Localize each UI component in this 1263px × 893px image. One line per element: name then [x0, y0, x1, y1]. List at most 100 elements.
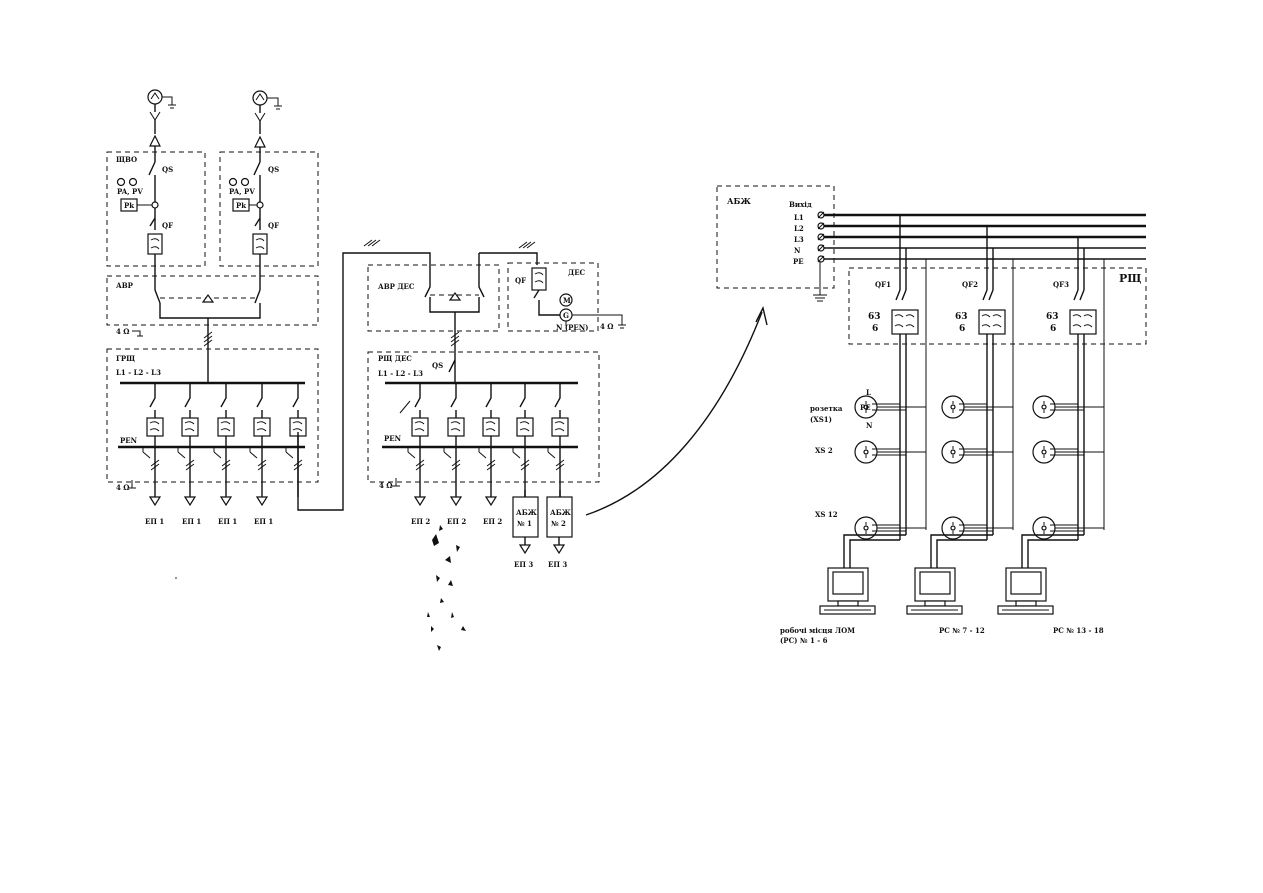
meters-label: PA, PV [229, 187, 255, 196]
breaker-box [253, 417, 271, 437]
branch-switch [220, 383, 227, 408]
breaker-box [146, 417, 164, 437]
branch-switch [414, 383, 421, 408]
breaker-box [551, 417, 569, 437]
pe-link [547, 447, 556, 459]
svg-text:№ 1: № 1 [517, 519, 532, 528]
rsh-dgs-ground-label: 4 Ω [379, 481, 393, 490]
panel-shvo-1 [106, 151, 206, 267]
panel-rsh [848, 267, 1147, 345]
dgs-internals: QF M G N (PEN) 4 Ω [515, 267, 626, 332]
motor-icon [559, 293, 573, 307]
feeder-2 [252, 90, 282, 162]
load-arrow-icon [219, 496, 233, 507]
rsh-dgs-bus-label: L1 - L2 - L3 [378, 369, 423, 378]
breaker-box [181, 417, 199, 437]
xs2-label: XS 2 [815, 446, 833, 455]
socket-feed [986, 334, 994, 540]
arrester-icon [254, 112, 266, 122]
avr-label: АВР [116, 281, 134, 290]
voltmeter-icon [128, 177, 138, 187]
breaker-coil-icon [519, 421, 530, 432]
pe-link [285, 447, 294, 459]
rsh-dgs-output-label: ЕП 2 [411, 517, 430, 526]
socket-pin-icon [863, 404, 869, 410]
grsh-ground-label: 4 Ω [116, 483, 130, 492]
relay-label: Pk [124, 201, 134, 210]
socket-pin-icon [1041, 525, 1047, 531]
breaker-coil-icon [414, 421, 425, 432]
socket-wires [959, 524, 1013, 532]
socket-wires [1050, 403, 1104, 411]
socket-label: розетка [810, 404, 843, 413]
cable-head-icon [254, 135, 266, 148]
pc-cable [930, 534, 993, 575]
breaker-coil-icon [149, 421, 160, 432]
ground-icon [132, 330, 143, 337]
grsh-branches [142, 383, 307, 507]
breaker-name-label: QF3 [1053, 280, 1069, 289]
svg-text:АБЖ: АБЖ [550, 508, 572, 517]
pe-link [249, 447, 258, 459]
ammeter-icon [116, 177, 126, 187]
rsh-label: РЩ [1119, 272, 1142, 285]
feeder-1-internals: QS PA, PV Pk QF [116, 161, 173, 290]
terminal-slash [817, 222, 825, 230]
panel-shvo-2 [219, 151, 319, 267]
socket-wires [872, 524, 926, 532]
breaker-box [1069, 309, 1097, 335]
line-label-pe: PE [793, 257, 804, 266]
avr-switches [154, 289, 261, 383]
feeder-2-internals: QS PA, PV Pk QF [228, 161, 279, 290]
ground-icon [392, 478, 400, 487]
cable-mark [451, 459, 461, 471]
load-arrow-icon [449, 496, 463, 507]
socket-wires [1050, 448, 1104, 456]
ups-output-lines [817, 211, 1146, 263]
pc-cable [843, 534, 906, 575]
socket-wires [959, 448, 1013, 456]
branch-switch [485, 383, 492, 408]
svg-text:ЕП 3: ЕП 3 [548, 560, 567, 569]
breaker-rating-label: 63 [955, 312, 968, 322]
grsh-bus-label: L1 - L2 - L3 [116, 368, 161, 377]
breaker-curve-label: 6 [872, 324, 878, 334]
workstation-label: (РС) № 1 - 6 [780, 636, 828, 645]
rsh-dgs-qs-label: QS [432, 361, 443, 370]
branch-switch [554, 383, 561, 408]
breaker-coil-icon [184, 421, 195, 432]
load-arrow-icon [484, 496, 498, 507]
breaker-coil-icon [485, 421, 496, 432]
dgs-qf-label: QF [515, 276, 526, 285]
workstation-label: РС № 7 - 12 [939, 626, 985, 635]
grsh-output-label: ЕП 1 [145, 517, 164, 526]
rsh-dgs-branches [399, 383, 569, 507]
cable-mark [257, 459, 267, 471]
transformer-icon [252, 90, 282, 110]
panel-ups [716, 185, 835, 289]
xs12-label: XS 12 [815, 510, 838, 519]
link-arrow [585, 311, 763, 516]
computer-screen [1010, 571, 1042, 595]
breaker-box [252, 233, 268, 255]
line-label-l1: L1 [794, 213, 804, 222]
svg-text:ЕП 3: ЕП 3 [514, 560, 533, 569]
breaker-coil-icon [981, 314, 1002, 328]
branch-switch [450, 383, 457, 408]
load-arrow-icon [183, 496, 197, 507]
socket-feed [899, 334, 907, 540]
computer-stand [1015, 600, 1037, 607]
breaker-coil-icon [256, 421, 267, 432]
rsh-dgs-output-label: ЕП 2 [447, 517, 466, 526]
pen-link [399, 400, 411, 414]
panel-shvo-label: ЩВО [116, 155, 137, 164]
workstation-label: РС № 13 - 18 [1053, 626, 1104, 635]
arrester-icon [149, 111, 161, 121]
socket-pin-icon [1041, 404, 1047, 410]
ups-block-1: АБЖ № 1 ЕП 3 [512, 496, 539, 569]
terminal-slash [817, 233, 825, 241]
pe-link [213, 447, 222, 459]
breaker-coil-icon [220, 421, 231, 432]
load-arrow-icon [255, 496, 269, 507]
grsh-pen-label: PEN [120, 436, 138, 445]
